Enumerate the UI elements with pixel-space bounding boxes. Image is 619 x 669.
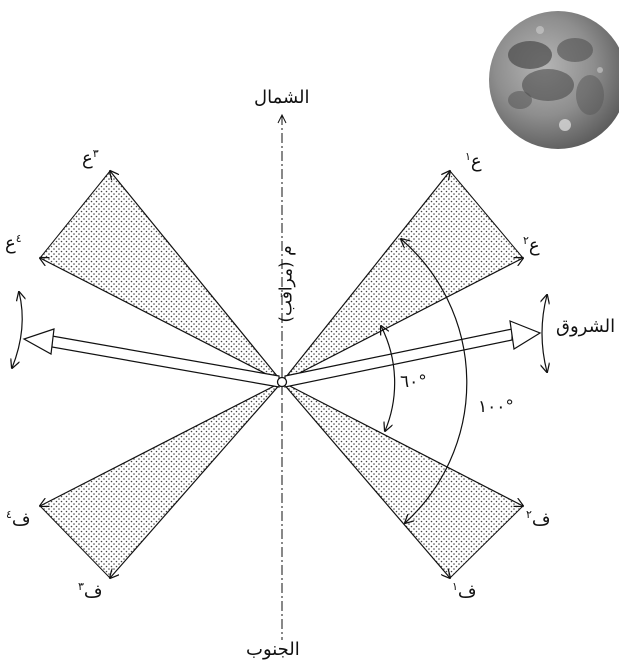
- point-f3-label: ف٣: [78, 580, 103, 602]
- wedge-southwest: [40, 382, 282, 578]
- point-a3-label: ٣ع: [82, 147, 99, 169]
- ray-a1: [281, 171, 450, 383]
- sunset-range-arrow: [12, 292, 22, 368]
- north-arrowhead: [277, 113, 287, 124]
- moon-image: [489, 11, 619, 149]
- angle-label-100: ١٠٠°: [478, 397, 514, 417]
- ray-f3: [110, 381, 283, 578]
- point-f4-label: ف٤: [6, 508, 31, 530]
- south-label: الجنوب: [246, 639, 300, 660]
- observer-label: م (مراقب): [276, 245, 297, 323]
- wedge-northwest: [40, 171, 282, 382]
- sunrise-label: الشروق: [556, 316, 616, 337]
- ray-a4: [40, 258, 283, 383]
- north-label: الشمال: [254, 87, 310, 108]
- observer-point: [276, 376, 288, 388]
- point-f2-label: ف٢: [526, 508, 551, 530]
- sunrise-arrow: [284, 320, 542, 388]
- ray-f1: [281, 381, 450, 578]
- angle-label-60: ٦٠°: [400, 372, 427, 392]
- point-a2-label: ع٢: [523, 234, 540, 256]
- angle-arcs: [381, 239, 468, 523]
- point-a4-label: ٤ع: [5, 232, 22, 254]
- angle-arc-60: [381, 326, 396, 431]
- shaded-wedges: [40, 171, 523, 578]
- sunrise-range-arrow: [542, 295, 547, 372]
- ray-f4: [40, 381, 283, 506]
- angle-arc-100: [401, 239, 468, 523]
- point-a1-label: ع١: [465, 150, 482, 172]
- ray-a3: [110, 171, 283, 383]
- point-f1-label: ف١: [452, 580, 477, 602]
- wedge-edges: [39, 170, 524, 579]
